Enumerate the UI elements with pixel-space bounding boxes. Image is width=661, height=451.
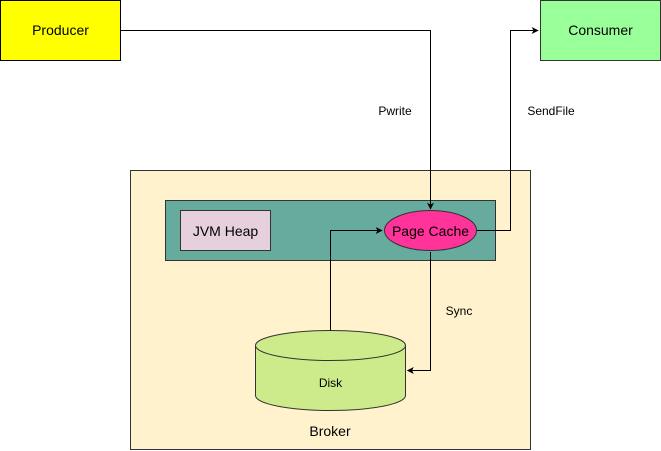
disk-cylinder-top-rim xyxy=(255,345,406,361)
edge-sendfile-label: SendFile xyxy=(527,104,575,118)
consumer-node[interactable]: Consumer xyxy=(540,0,661,61)
edge-sync[interactable]: Sync xyxy=(406,252,473,374)
page-cache-node[interactable]: Page Cache xyxy=(384,210,477,251)
page-cache-ellipse xyxy=(384,210,477,251)
consumer-box xyxy=(540,0,661,61)
producer-label: Producer xyxy=(32,22,89,38)
edge-sync-line xyxy=(406,252,431,374)
page-cache-label: Page Cache xyxy=(392,223,469,239)
edge-sendfile-line xyxy=(477,27,539,231)
producer-node[interactable]: Producer xyxy=(0,0,121,61)
jvm-heap-node[interactable]: JVM Heap xyxy=(180,210,271,251)
edge-pwrite[interactable]: Pwrite xyxy=(120,30,434,210)
edge-pwrite-line xyxy=(120,30,434,210)
jvm-heap-box xyxy=(180,210,271,251)
consumer-label: Consumer xyxy=(568,22,633,38)
edge-sync-label: Sync xyxy=(446,304,473,318)
edge-sendfile[interactable]: SendFile xyxy=(477,27,575,231)
disk-cylinder-body xyxy=(255,330,406,411)
edge-pwrite-label: Pwrite xyxy=(378,104,412,118)
jvm-heap-label: JVM Heap xyxy=(193,223,259,239)
disk-node[interactable]: Disk xyxy=(255,330,406,411)
edge-disk-to-cache-line xyxy=(330,227,383,331)
edge-disk-to-cache[interactable] xyxy=(330,227,383,331)
broker-label: Broker xyxy=(309,423,351,439)
disk-label: Disk xyxy=(319,376,343,390)
